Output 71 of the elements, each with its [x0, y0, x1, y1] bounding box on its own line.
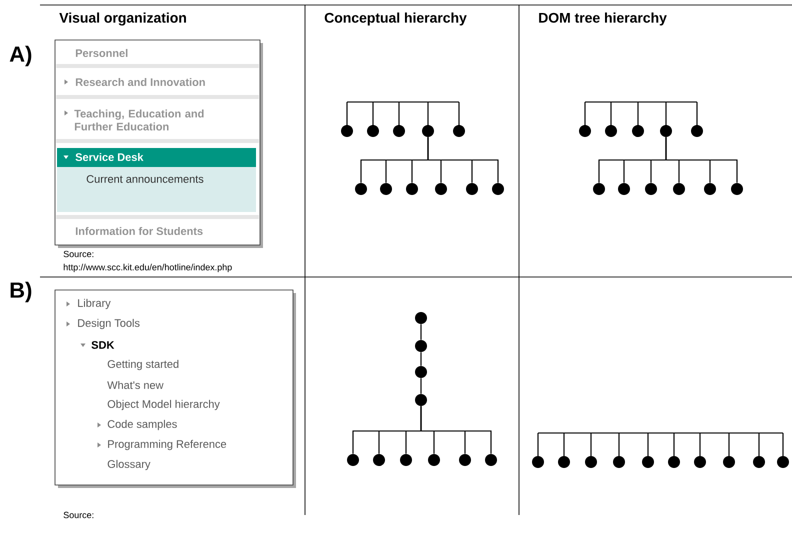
- tree-node: [406, 183, 418, 195]
- tree-node: [415, 340, 427, 352]
- tree-node: [380, 183, 392, 195]
- tree-node: [492, 183, 504, 195]
- menu-item: Current announcements: [86, 175, 204, 183]
- tree-node: [367, 125, 379, 137]
- url-text: http://www.scc.kit.edu/en/hotline/index.php: [64, 264, 232, 272]
- tree-node: [694, 456, 706, 468]
- tree-node: [673, 183, 685, 195]
- source-note: Source:: [64, 512, 94, 518]
- tree-node: [605, 125, 617, 137]
- tree-node: [618, 183, 630, 195]
- menu-item: Object Model hierarchy: [108, 400, 220, 410]
- tree-node: [593, 183, 605, 195]
- tree-node: [415, 394, 427, 406]
- tree-node: [466, 183, 478, 195]
- tree-node: [642, 456, 654, 468]
- tree-node: [355, 183, 367, 195]
- tree-node: [428, 454, 440, 466]
- tree-node: [645, 183, 657, 195]
- tree-line: [420, 406, 492, 454]
- tree-node: [777, 456, 789, 468]
- tree-node: [731, 183, 743, 195]
- tree-node: [422, 125, 434, 137]
- tree-node: [753, 456, 765, 468]
- tree-node: [347, 454, 359, 466]
- menu-item: Research and Innovation: [76, 78, 205, 86]
- tree-line: [420, 378, 422, 394]
- tree-line: [420, 324, 422, 340]
- menu-item: SDK: [92, 341, 114, 349]
- tree-node: [485, 454, 497, 466]
- tree-line: [665, 137, 738, 183]
- tree-node: [704, 183, 716, 195]
- tree-node: [723, 456, 735, 468]
- tree-node: [613, 456, 625, 468]
- menu-item: Getting started: [108, 360, 178, 370]
- menu-item: Teaching, Education and Further Education: [74, 110, 204, 130]
- panel-letter: B): [10, 282, 32, 302]
- tree-node: [532, 456, 544, 468]
- panel-letter: A): [10, 46, 32, 66]
- column-heading: DOM tree hierarchy: [539, 12, 667, 26]
- tree-line: [427, 137, 499, 183]
- tree-node: [435, 183, 447, 195]
- tree-node: [453, 125, 465, 137]
- tree-node: [691, 125, 703, 137]
- menu-item: Information for Students: [76, 226, 203, 236]
- menu-item: Personnel: [76, 48, 128, 58]
- tree-node: [579, 125, 591, 137]
- tree-node: [393, 125, 405, 137]
- tree-node: [415, 312, 427, 324]
- menu-item: Programming Reference: [108, 440, 226, 450]
- source-note: Source:: [64, 250, 94, 258]
- tree-node: [415, 366, 427, 378]
- menu-item: Code samples: [108, 420, 177, 430]
- tree-node: [632, 125, 644, 137]
- selected-menu-item: Service Desk: [57, 148, 256, 167]
- tree-node: [400, 454, 412, 466]
- menu-item: Glossary: [108, 460, 150, 470]
- menu-item: Library: [78, 298, 111, 310]
- tree-node: [668, 456, 680, 468]
- tree-line: [420, 352, 422, 366]
- column-heading: Visual organization: [59, 12, 186, 26]
- column-heading: Conceptual hierarchy: [324, 12, 467, 26]
- menu-item: Design Tools: [78, 318, 140, 330]
- menu-item: What's new: [107, 380, 164, 390]
- tree-node: [558, 456, 570, 468]
- tree-node: [585, 456, 597, 468]
- tree-node: [341, 125, 353, 137]
- tree-node: [660, 125, 672, 137]
- tree-node: [373, 454, 385, 466]
- tree-node: [459, 454, 471, 466]
